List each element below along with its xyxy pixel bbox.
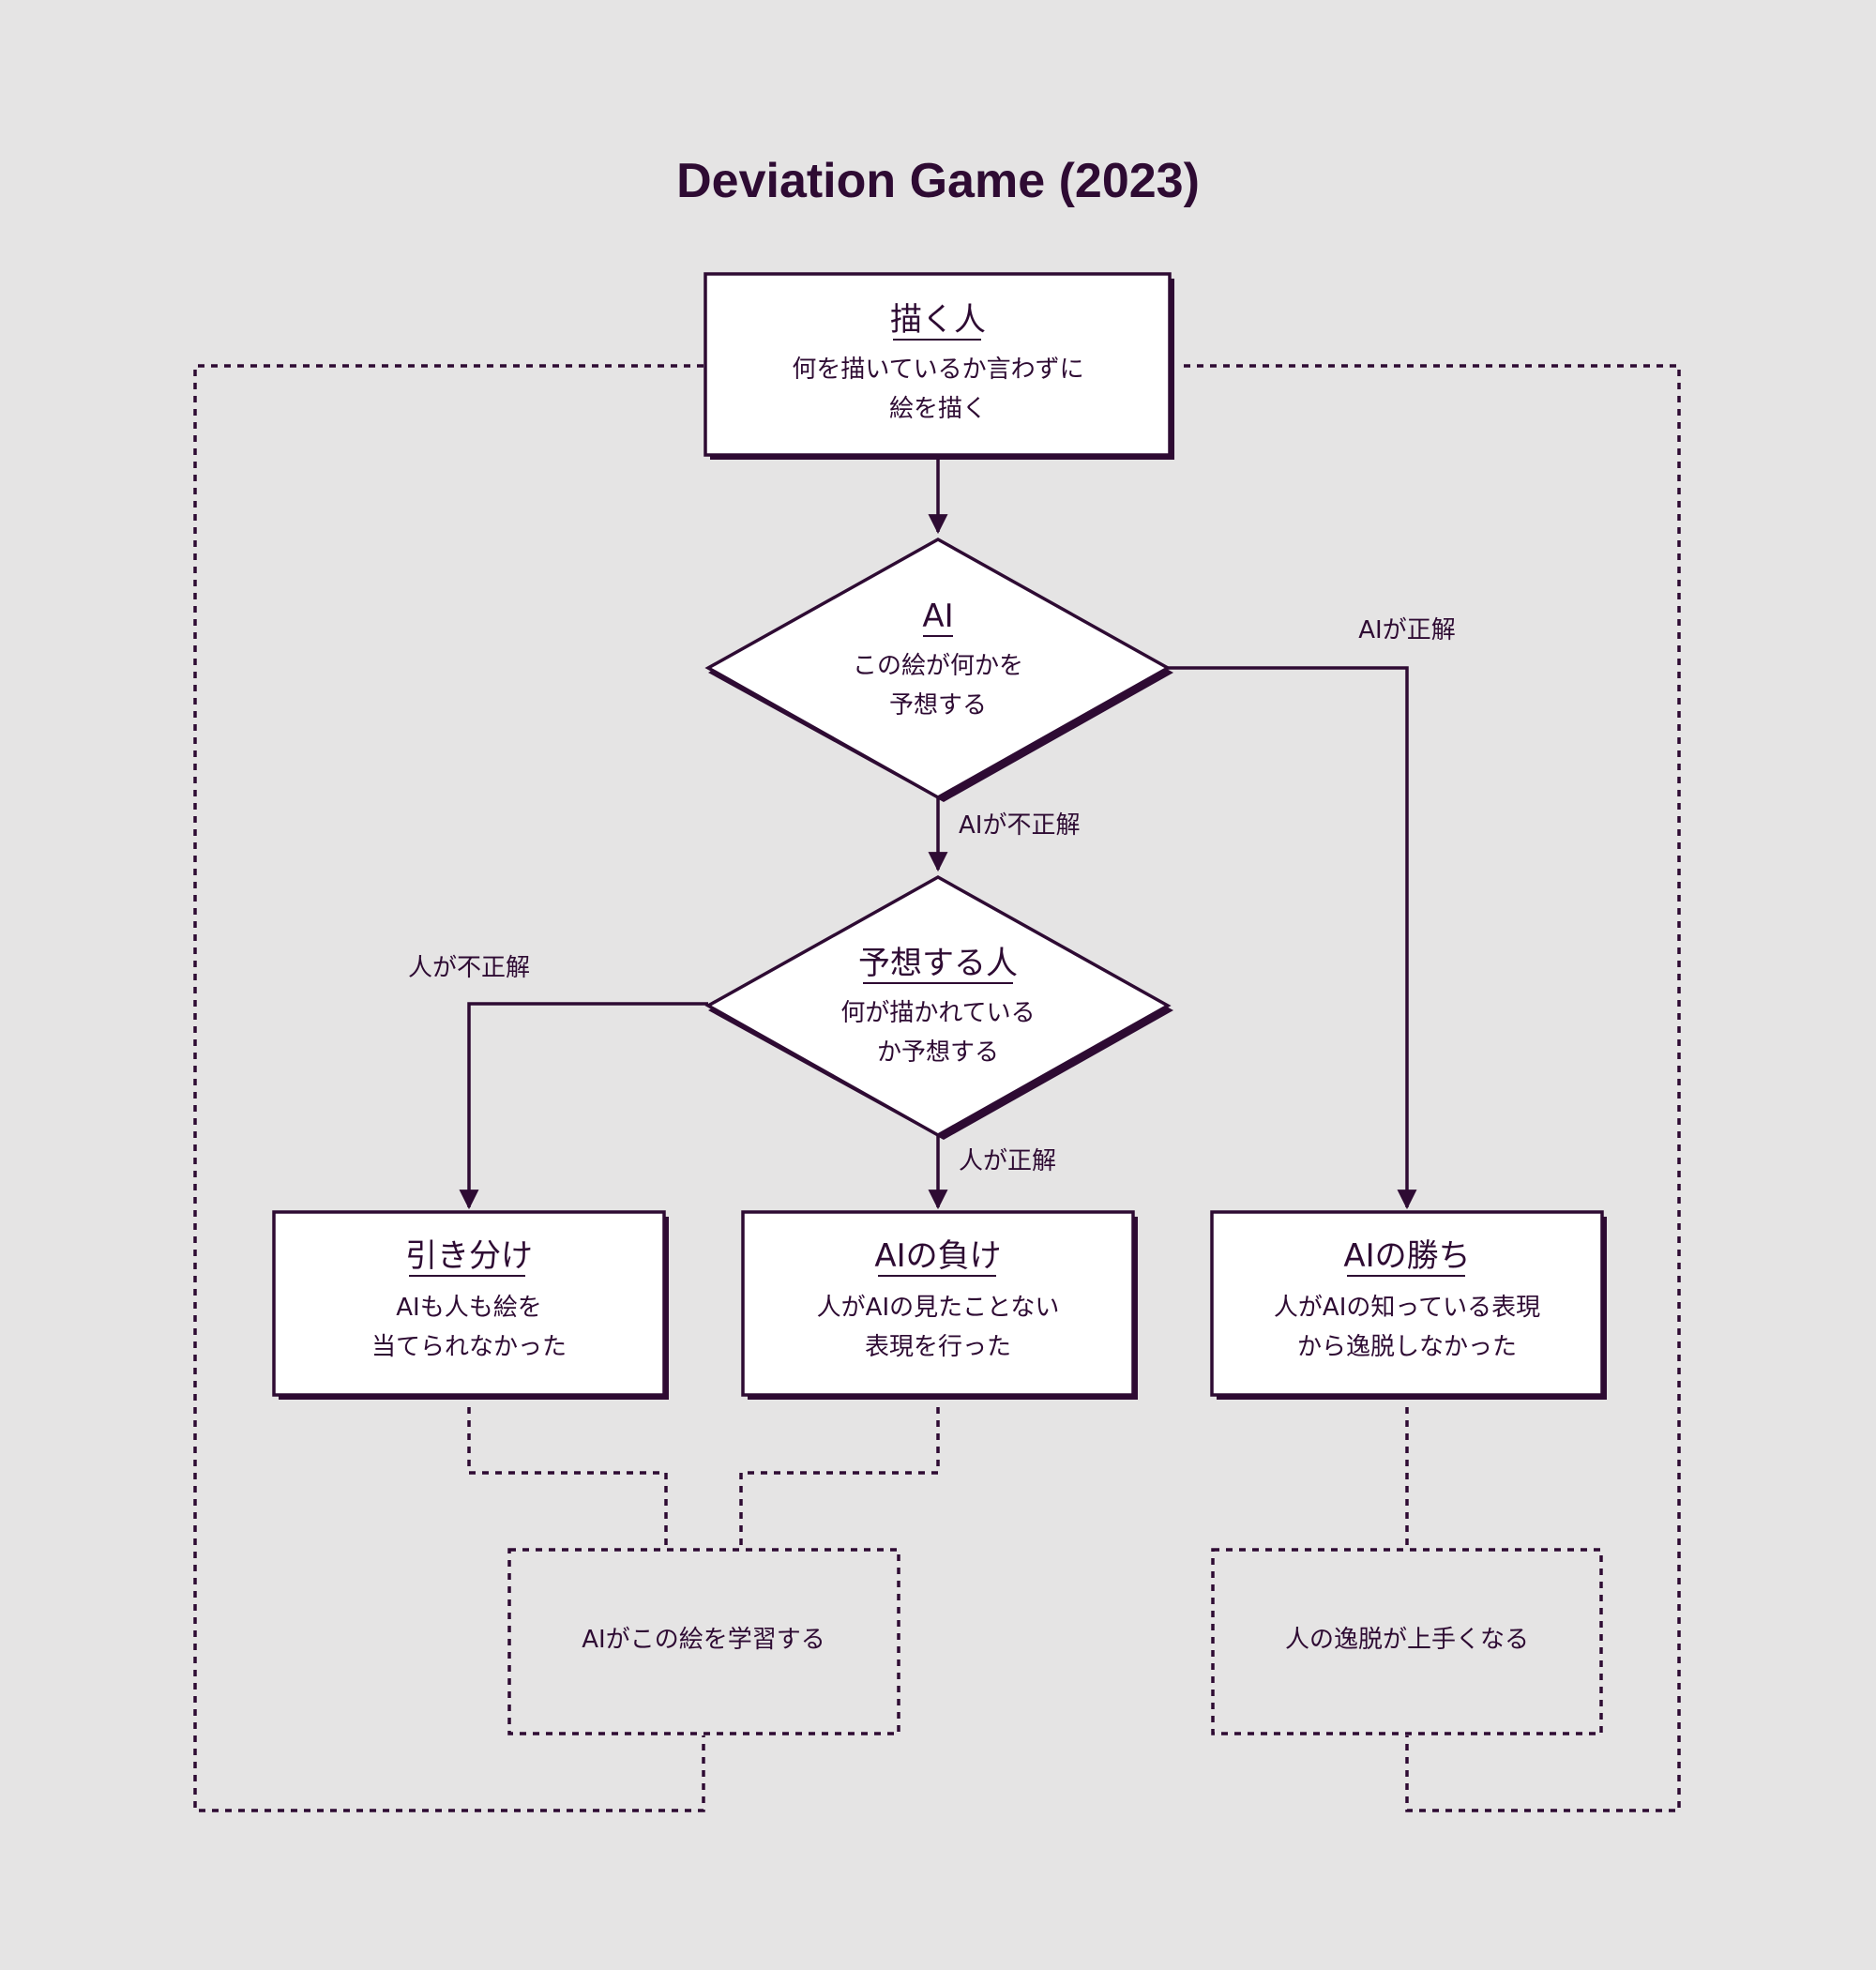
lose-to-learn-line (739, 1407, 940, 1548)
ai-lose-line-1: 人がAIの見たことない (817, 1294, 1060, 1322)
ai-decision-line-1: この絵が何かを (853, 652, 1023, 680)
human-decision-line-2: か予想する (877, 1038, 999, 1067)
loop-left-line (193, 364, 705, 1812)
ai-decision-diamond: AI この絵が何かを 予想する (704, 537, 1173, 802)
edge-label-ai-incorrect: AIが不正解 (959, 811, 1080, 840)
draw-to-learn-line (467, 1407, 668, 1548)
edge-label-human-correct: 人が正解 (959, 1147, 1056, 1175)
human-improves-text: 人の逸脱が上手くなる (1285, 1626, 1529, 1654)
human-decision-diamond: 予想する人 何が描かれている か予想する (704, 874, 1173, 1140)
arrows (459, 460, 1417, 1210)
drawer-heading: 描く人 (890, 301, 986, 339)
draw-result-heading: 引き分け (405, 1237, 533, 1275)
ai-lose-box: AIの負け 人がAIの見たことない 表現を行った (741, 1210, 1138, 1400)
diagram-title: Deviation Game (2023) (676, 154, 1200, 208)
draw-result-line-1: AIも人も絵を (396, 1294, 541, 1322)
ai-lose-line-2: 表現を行った (865, 1333, 1011, 1361)
ai-decision-line-2: 予想する (889, 691, 987, 720)
human-improves-box (1211, 1548, 1603, 1735)
human-decision-line-1: 何が描かれている (840, 999, 1035, 1027)
ai-lose-heading: AIの負け (874, 1237, 1001, 1275)
ai-win-heading: AIの勝ち (1343, 1237, 1470, 1275)
ai-learns-text: AIがこの絵を学習する (582, 1626, 825, 1654)
edge-label-ai-correct: AIが正解 (1358, 616, 1455, 644)
edge-label-human-incorrect: 人が不正解 (408, 954, 530, 982)
ai-win-line-2: から逸脱しなかった (1297, 1333, 1517, 1361)
drawer-line-1: 何を描いているか言わずに (792, 356, 1083, 384)
ai-learns-box (507, 1548, 900, 1735)
ai-decision-heading: AI (922, 598, 953, 635)
draw-result-line-2: 当てられなかった (371, 1333, 567, 1361)
arrow-human-to-draw (459, 1002, 708, 1210)
arrow-ai-to-win (1168, 666, 1417, 1210)
ai-win-line-1: 人がAIの知っている表現 (1274, 1294, 1540, 1322)
human-decision-heading: 予想する人 (858, 945, 1018, 982)
drawer-line-2: 絵を描く (889, 395, 987, 423)
ai-win-box: AIの勝ち 人がAIの知っている表現 から逸脱しなかった (1210, 1210, 1607, 1400)
loop-right-line (1184, 364, 1681, 1812)
draw-result-box: 引き分け AIも人も絵を 当てられなかった (272, 1210, 669, 1400)
drawer-box: 描く人 何を描いているか言わずに 絵を描く (704, 272, 1174, 460)
feedback-loops (193, 364, 1681, 1812)
